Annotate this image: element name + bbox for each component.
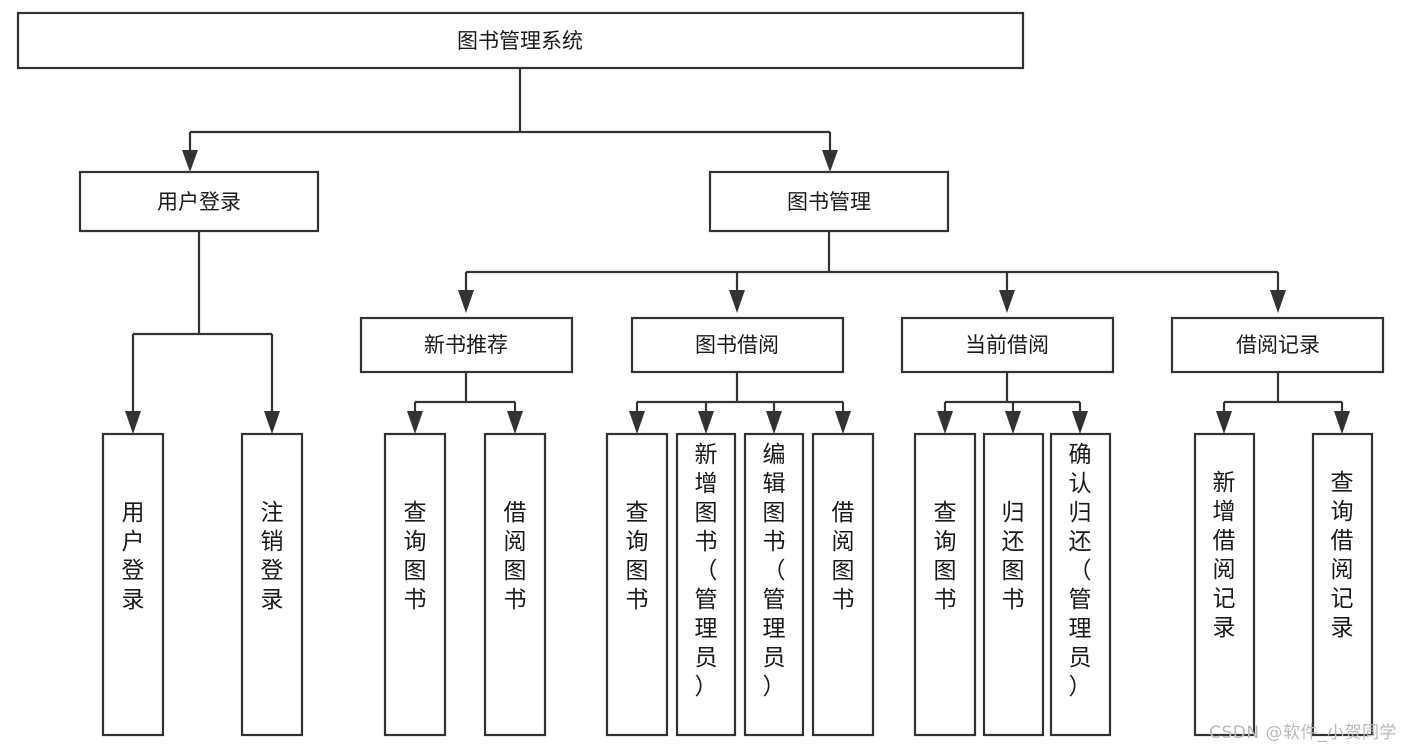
node-leaf-borrow-book-a[interactable]: 借阅图书 bbox=[483, 432, 547, 737]
node-leaf-add-book-admin-label: 新增图书（管理员） bbox=[695, 442, 718, 700]
node-leaf-edit-book-admin[interactable]: 编辑图书（管理员） bbox=[743, 432, 805, 737]
node-leaf-logout[interactable]: 注销登录 bbox=[240, 432, 304, 737]
arrow-borrow-leaf2 bbox=[698, 411, 714, 434]
node-new-book-recommend[interactable]: 新书推荐 bbox=[359, 316, 574, 374]
arrow-book-mgmt-to-borrow bbox=[729, 290, 745, 313]
connector-layer bbox=[125, 68, 1350, 434]
node-borrow-records-label: 借阅记录 bbox=[1236, 333, 1320, 357]
node-leaf-query-book-a-box[interactable] bbox=[383, 432, 447, 737]
arrow-borrow-leaf4 bbox=[835, 411, 851, 434]
node-leaf-edit-book-admin-label: 编辑图书（管理员） bbox=[763, 442, 786, 700]
node-book-management-box[interactable] bbox=[708, 170, 950, 233]
arrow-current-leaf3 bbox=[1072, 411, 1088, 434]
node-book-borrow-label: 图书借阅 bbox=[695, 333, 779, 357]
node-leaf-add-book-admin[interactable]: 新增图书（管理员） bbox=[675, 432, 737, 737]
node-book-borrow-box[interactable] bbox=[630, 316, 845, 374]
node-current-borrow-box[interactable] bbox=[900, 316, 1115, 374]
node-leaf-confirm-return-admin-box[interactable] bbox=[1049, 432, 1112, 737]
arrow-book-mgmt-to-records bbox=[1270, 290, 1286, 313]
node-user-login-box[interactable] bbox=[78, 170, 320, 233]
node-leaf-query-book-c-label: 查询图书 bbox=[934, 500, 957, 613]
arrow-records-leaf2 bbox=[1334, 411, 1350, 434]
arrow-current-leaf2 bbox=[1005, 411, 1021, 434]
node-user-login-label: 用户登录 bbox=[157, 190, 241, 214]
node-leaf-add-borrow-record-label: 新增借阅记录 bbox=[1213, 470, 1236, 641]
node-root-system-label: 图书管理系统 bbox=[457, 29, 583, 53]
node-current-borrow[interactable]: 当前借阅 bbox=[900, 316, 1115, 374]
node-book-management-label: 图书管理 bbox=[787, 190, 871, 214]
node-leaf-edit-book-admin-box[interactable] bbox=[743, 432, 805, 737]
node-leaf-query-borrow-record-box[interactable] bbox=[1311, 432, 1374, 737]
node-leaf-confirm-return-admin-label: 确认归还（管理员） bbox=[1069, 442, 1092, 700]
arrow-root-to-book-mgmt bbox=[822, 150, 838, 172]
node-leaf-query-book-a-label: 查询图书 bbox=[404, 500, 427, 613]
node-user-login[interactable]: 用户登录 bbox=[78, 170, 320, 233]
arrow-book-mgmt-to-new-books bbox=[458, 290, 474, 313]
arrow-borrow-leaf3 bbox=[766, 411, 782, 434]
node-leaf-borrow-book-b-box[interactable] bbox=[811, 432, 875, 737]
node-new-book-recommend-label: 新书推荐 bbox=[424, 333, 508, 357]
node-leaf-return-book-box[interactable] bbox=[982, 432, 1045, 737]
node-leaf-query-book-a[interactable]: 查询图书 bbox=[383, 432, 447, 737]
node-leaf-logout-box[interactable] bbox=[240, 432, 304, 737]
node-leaf-user-login-box[interactable] bbox=[101, 432, 165, 737]
node-book-borrow[interactable]: 图书借阅 bbox=[630, 316, 845, 374]
node-leaf-query-book-b[interactable]: 查询图书 bbox=[605, 432, 669, 737]
node-leaf-borrow-book-a-box[interactable] bbox=[483, 432, 547, 737]
arrow-new-books-leaf2 bbox=[507, 411, 523, 434]
node-leaf-confirm-return-admin[interactable]: 确认归还（管理员） bbox=[1049, 432, 1112, 737]
node-leaf-borrow-book-b-label: 借阅图书 bbox=[832, 500, 855, 613]
node-leaf-add-borrow-record-box[interactable] bbox=[1193, 432, 1256, 737]
arrow-records-leaf1 bbox=[1216, 411, 1232, 434]
node-borrow-records-box[interactable] bbox=[1170, 316, 1385, 374]
arrow-new-books-leaf1 bbox=[407, 411, 423, 434]
node-borrow-records[interactable]: 借阅记录 bbox=[1170, 316, 1385, 374]
node-book-management[interactable]: 图书管理 bbox=[708, 170, 950, 233]
node-leaf-borrow-book-a-label: 借阅图书 bbox=[504, 500, 527, 613]
arrow-book-mgmt-to-current bbox=[999, 290, 1015, 313]
node-root-system[interactable]: 图书管理系统 bbox=[16, 11, 1025, 70]
arrow-user-login-leaf1 bbox=[125, 411, 141, 434]
node-current-borrow-label: 当前借阅 bbox=[965, 333, 1049, 357]
node-new-book-recommend-box[interactable] bbox=[359, 316, 574, 374]
node-leaf-borrow-book-b[interactable]: 借阅图书 bbox=[811, 432, 875, 737]
node-root-system-box[interactable] bbox=[16, 11, 1025, 70]
node-leaf-user-login[interactable]: 用户登录 bbox=[101, 432, 165, 737]
arrow-root-to-user-login bbox=[182, 150, 198, 172]
node-leaf-query-book-b-label: 查询图书 bbox=[626, 500, 649, 613]
node-leaf-add-borrow-record[interactable]: 新增借阅记录 bbox=[1193, 432, 1256, 737]
arrow-borrow-leaf1 bbox=[629, 411, 645, 434]
node-leaf-return-book-label: 归还图书 bbox=[1002, 500, 1025, 613]
node-leaf-logout-label: 注销登录 bbox=[261, 500, 284, 613]
arrow-current-leaf1 bbox=[937, 411, 953, 434]
node-leaf-user-login-label: 用户登录 bbox=[122, 500, 145, 613]
node-leaf-query-borrow-record[interactable]: 查询借阅记录 bbox=[1311, 432, 1374, 737]
node-leaf-return-book[interactable]: 归还图书 bbox=[982, 432, 1045, 737]
node-leaf-add-book-admin-box[interactable] bbox=[675, 432, 737, 737]
arrow-user-login-leaf2 bbox=[264, 411, 280, 434]
node-leaf-query-borrow-record-label: 查询借阅记录 bbox=[1331, 470, 1354, 641]
node-leaf-query-book-c[interactable]: 查询图书 bbox=[913, 432, 977, 737]
node-leaf-query-book-b-box[interactable] bbox=[605, 432, 669, 737]
node-leaf-query-book-c-box[interactable] bbox=[913, 432, 977, 737]
